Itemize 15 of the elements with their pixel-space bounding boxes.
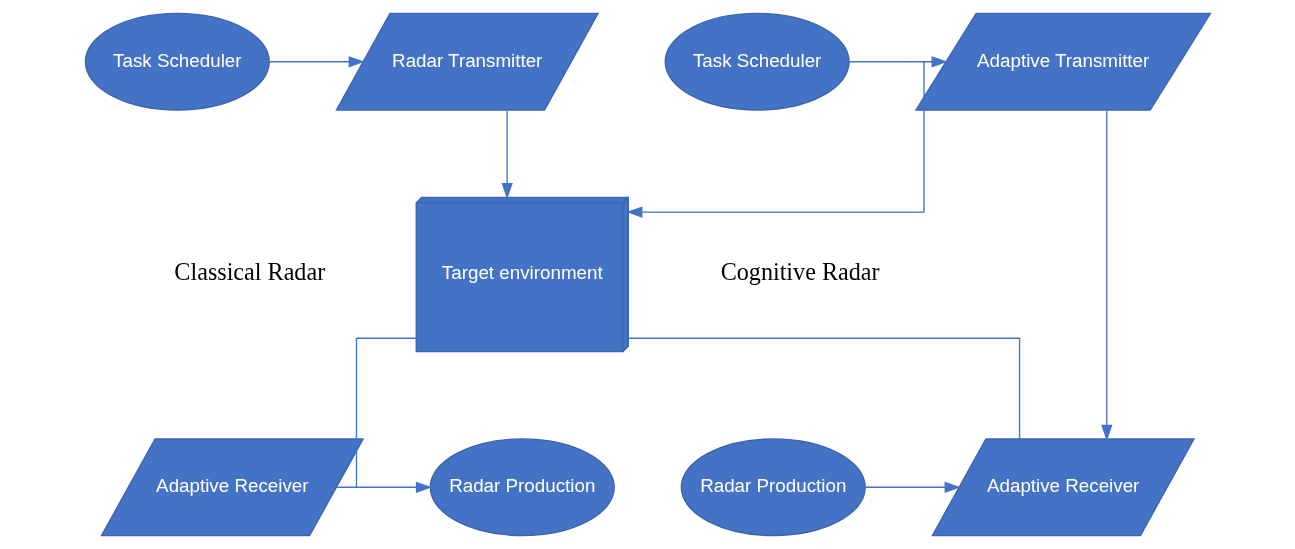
node-ellipse: Task Scheduler	[84, 12, 270, 111]
connector	[355, 337, 417, 488]
node-ellipse: Radar Production	[680, 438, 866, 537]
arrow	[1100, 109, 1112, 441]
arrow	[501, 109, 513, 200]
arrow	[625, 61, 925, 218]
arrow	[268, 56, 365, 68]
arrow	[335, 481, 432, 493]
node-ellipse: Task Scheduler	[664, 12, 850, 111]
label: Classical Radar	[173, 258, 325, 286]
arrow	[864, 481, 961, 493]
node-ellipse: Radar Production	[429, 438, 615, 537]
label: Cognitive Radar	[720, 258, 880, 286]
connector	[627, 337, 1020, 440]
arrow	[848, 56, 948, 68]
